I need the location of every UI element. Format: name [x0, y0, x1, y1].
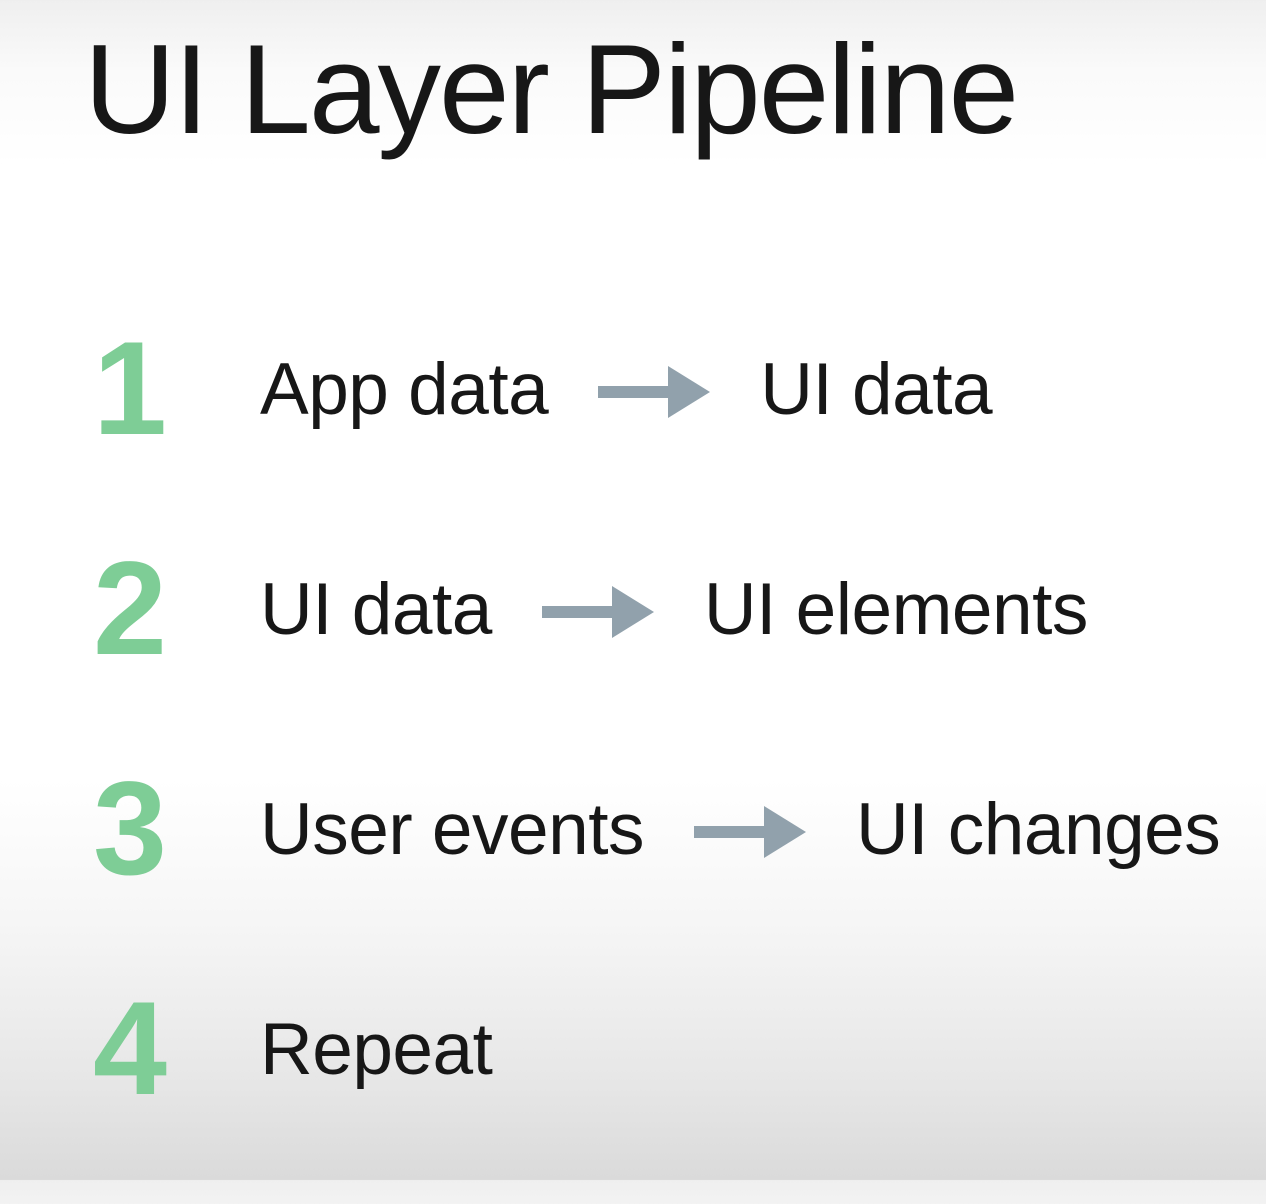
arrow-right-icon	[541, 586, 654, 638]
arrow-right-icon	[598, 366, 711, 418]
step-labels: User events UI changes	[260, 788, 1221, 871]
pipeline-step: 2 UI data UI elements	[80, 535, 1266, 683]
step-source-label: Repeat	[260, 1008, 493, 1090]
step-labels: UI data UI elements	[260, 568, 1088, 651]
step-labels: Repeat	[260, 1008, 493, 1091]
page-title: UI Layer Pipeline	[84, 18, 1019, 160]
pipeline-step: 1 App data UI data	[80, 315, 1266, 463]
step-target-label: UI data	[760, 348, 993, 430]
pipeline-steps: 1 App data UI data 2 UI data UI elements…	[80, 315, 1266, 1204]
step-number: 3	[93, 755, 167, 903]
step-labels: App data UI data	[260, 348, 993, 431]
step-number: 2	[93, 535, 167, 683]
step-target-label: UI elements	[703, 568, 1089, 650]
pipeline-step: 4 Repeat	[80, 975, 1266, 1123]
step-number: 4	[93, 975, 167, 1123]
step-source-label: User events	[260, 788, 645, 870]
step-source-label: UI data	[260, 568, 492, 650]
arrow-right-icon	[694, 806, 806, 858]
step-number: 1	[93, 315, 167, 463]
step-source-label: App data	[260, 348, 549, 430]
pipeline-step: 3 User events UI changes	[80, 755, 1266, 903]
step-target-label: UI changes	[856, 788, 1221, 870]
